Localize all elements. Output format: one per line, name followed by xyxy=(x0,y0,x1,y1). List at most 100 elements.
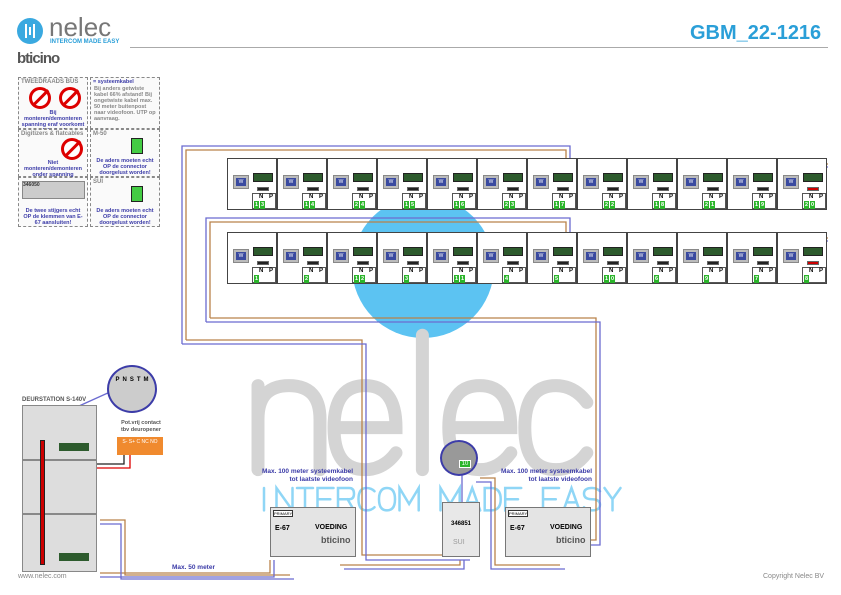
termination-switch[interactable] xyxy=(407,187,419,191)
legend-cable-title: = systeemkabel xyxy=(93,79,134,85)
n-label: N xyxy=(559,268,564,274)
termination-switch[interactable] xyxy=(607,187,619,191)
termination-switch[interactable] xyxy=(507,261,519,265)
monitor-label: W xyxy=(486,252,496,260)
termination-switch[interactable] xyxy=(407,261,419,265)
monitor-label: W xyxy=(636,252,646,260)
termination-switch[interactable] xyxy=(357,187,369,191)
monitor-label: W xyxy=(286,178,296,186)
cable-length-note: Max. 50 meter xyxy=(172,564,215,571)
termination-switch[interactable] xyxy=(307,187,319,191)
monitor-label: W xyxy=(686,178,696,186)
address-digit: 2 xyxy=(504,201,509,209)
n-label: N xyxy=(459,194,464,200)
address-digit: 2 xyxy=(604,201,609,209)
termination-switch[interactable] xyxy=(757,261,769,265)
bus-connector xyxy=(353,173,373,182)
address-digit: 1 xyxy=(654,201,659,209)
watermark-glyph xyxy=(605,488,621,510)
p-label: P xyxy=(319,194,324,200)
termination-switch[interactable] xyxy=(557,187,569,191)
termination-switch[interactable] xyxy=(807,187,819,191)
termination-switch[interactable] xyxy=(457,261,469,265)
monitor-label: W xyxy=(236,252,246,260)
address-digit: 1 xyxy=(454,275,459,283)
door-station-module-middle[interactable] xyxy=(22,460,97,514)
address-digit: 7 xyxy=(754,275,759,283)
n-label: N xyxy=(309,268,314,274)
n-label: N xyxy=(259,268,264,274)
door-station-module-top[interactable] xyxy=(22,405,97,460)
termination-switch[interactable] xyxy=(257,187,269,191)
termination-switch[interactable] xyxy=(657,187,669,191)
termination-switch[interactable] xyxy=(507,187,519,191)
footer-url[interactable]: www.nelec.com xyxy=(18,573,67,580)
no-power-icon xyxy=(61,138,83,160)
footer-copyright: Copyright Nelec BV xyxy=(763,573,825,580)
termination-switch[interactable] xyxy=(457,187,469,191)
address-digit: 0 xyxy=(610,275,615,283)
no-power-icon xyxy=(59,87,81,109)
unit-address: 7 xyxy=(754,275,759,283)
brand-tagline: INTERCOM MADE EASY xyxy=(50,39,120,45)
monitor-label: W xyxy=(386,252,396,260)
bus-connector xyxy=(503,173,523,182)
unit-address: 1 xyxy=(254,275,259,283)
p-label: P xyxy=(469,268,474,274)
address-digit: 1 xyxy=(454,201,459,209)
n-label: N xyxy=(459,268,464,274)
legend-sui-title: SUI xyxy=(93,179,104,185)
watermark-glyph xyxy=(334,386,396,470)
address-digit: 3 xyxy=(404,275,409,283)
address-digit: 9 xyxy=(760,201,765,209)
bus-connector xyxy=(553,173,573,182)
termination-switch[interactable] xyxy=(307,261,319,265)
monitor-icon: W xyxy=(333,249,349,263)
bus-connector xyxy=(353,247,373,256)
address-digit: 2 xyxy=(610,201,615,209)
sui-module: 346851 SUI xyxy=(442,502,480,557)
termination-switch[interactable] xyxy=(807,261,819,265)
monitor-label: W xyxy=(736,252,746,260)
monitor-label: W xyxy=(286,252,296,260)
monitor-icon: W xyxy=(233,175,249,189)
bus-connector xyxy=(403,247,423,256)
bus-connector xyxy=(253,173,273,182)
termination-switch[interactable] xyxy=(757,187,769,191)
watermark-glyph xyxy=(400,488,419,510)
p-label: P xyxy=(519,194,524,200)
termination-switch[interactable] xyxy=(657,261,669,265)
termination-switch[interactable] xyxy=(557,261,569,265)
p-label: P xyxy=(419,194,424,200)
termination-switch[interactable] xyxy=(707,187,719,191)
unit-address: 9 xyxy=(704,275,709,283)
termination-switch[interactable] xyxy=(707,261,719,265)
legend-m50: M-50 De aders moeten echt OP de connecto… xyxy=(90,129,160,177)
door-station-module-bottom[interactable] xyxy=(22,514,97,572)
monitor-icon: W xyxy=(783,249,799,263)
bus-connector xyxy=(703,247,723,256)
n-label: N xyxy=(659,194,664,200)
termination-switch[interactable] xyxy=(607,261,619,265)
nelec-logo-icon xyxy=(17,18,43,44)
p-label: P xyxy=(819,268,824,274)
termination-switch[interactable] xyxy=(257,261,269,265)
termination-switch[interactable] xyxy=(357,261,369,265)
connector-icon xyxy=(131,138,143,154)
p-label: P xyxy=(419,268,424,274)
